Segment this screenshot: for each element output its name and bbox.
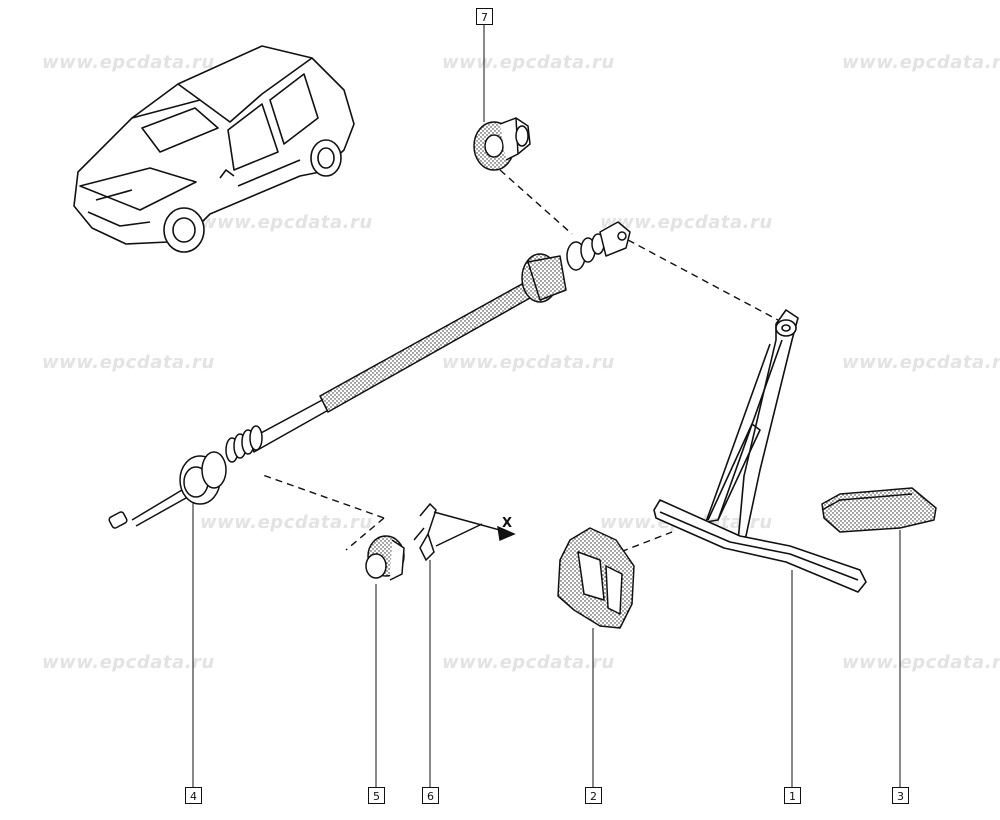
callout-4: 4 [185, 787, 202, 804]
watermark-text: www.epcdata.ru [42, 352, 215, 373]
retaining-clip-part [413, 502, 515, 562]
grommet-part [365, 535, 405, 581]
watermark-text: www.epcdata.ru [842, 652, 1000, 673]
watermark-text: www.epcdata.ru [842, 352, 1000, 373]
watermark-text: www.epcdata.ru [442, 652, 615, 673]
clutch-cable-part [108, 221, 631, 529]
detail-arrow [497, 525, 516, 541]
callout-3: 3 [892, 787, 909, 804]
watermark-text: www.epcdata.ru [42, 52, 215, 73]
callout-5: 5 [368, 787, 385, 804]
car-illustration [73, 45, 355, 253]
watermark-text: www.epcdata.ru [42, 652, 215, 673]
watermark-text: www.epcdata.ru [442, 52, 615, 73]
watermark-text: www.epcdata.ru [600, 212, 773, 233]
callout-1: 1 [784, 787, 801, 804]
watermark-text: www.epcdata.ru [842, 52, 1000, 73]
detail-marker: X [502, 516, 513, 531]
watermark-text: www.epcdata.ru [200, 212, 373, 233]
pedal-pad-part [821, 487, 937, 533]
bulkhead-seal-part [473, 117, 531, 171]
callout-2: 2 [585, 787, 602, 804]
pedal-stop-bracket-part [557, 527, 635, 629]
watermark-text: www.epcdata.ru [200, 512, 373, 533]
watermark-text: www.epcdata.ru [442, 352, 615, 373]
callout-7: 7 [476, 8, 493, 25]
assembly-lines [259, 169, 779, 557]
callout-6: 6 [422, 787, 439, 804]
leader-lines [192, 24, 901, 788]
clutch-pedal-part [653, 309, 867, 593]
